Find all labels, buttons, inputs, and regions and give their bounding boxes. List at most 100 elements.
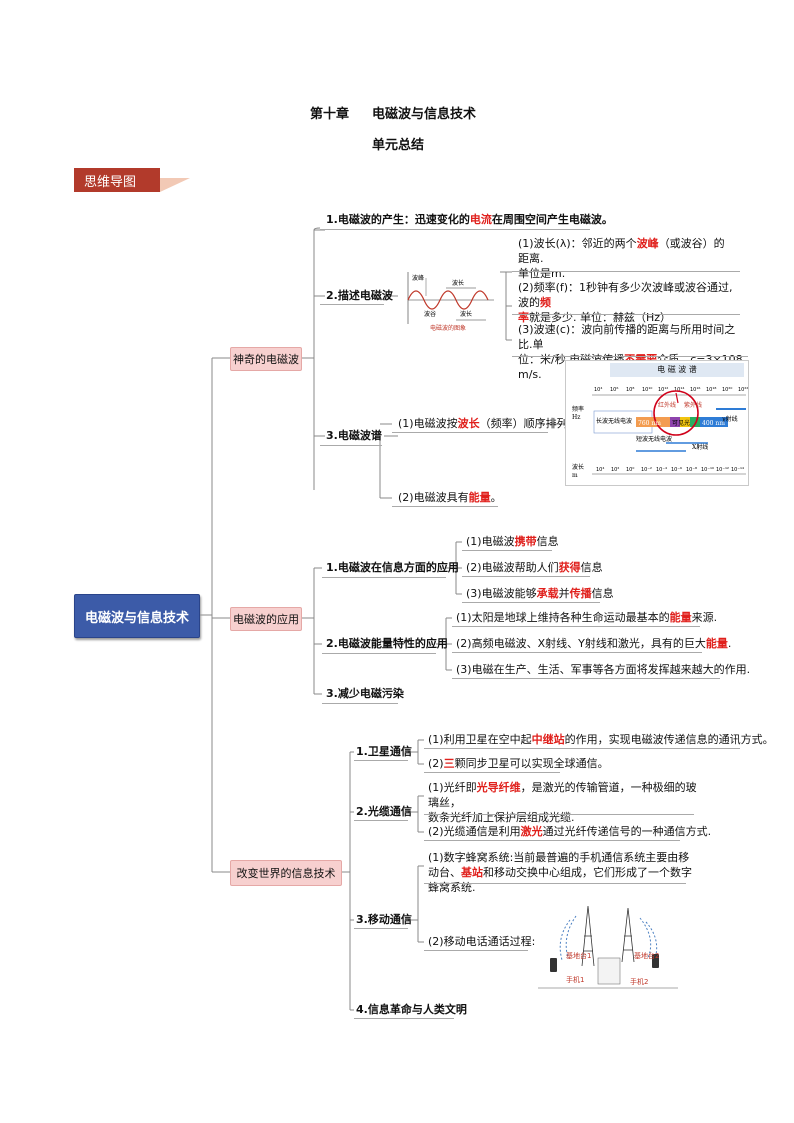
text: 颗同步卫星可以实现全球通信。 [454, 757, 609, 770]
text: (2)电磁波具有 [398, 491, 469, 504]
highlight: 激光 [520, 825, 543, 838]
crest-label: 波峰 [412, 274, 424, 282]
ir-label: 红外线 [658, 401, 676, 409]
highlight: 波峰 [636, 237, 659, 250]
text: （或波谷）的距离. [518, 237, 725, 265]
highlight: 能量 [669, 611, 692, 624]
text: （频率）顺序排列 [479, 417, 568, 430]
text: (1)太阳是地球上维持各种生命运动最基本的 [456, 611, 670, 624]
text: 并 [558, 587, 570, 600]
wave-tick-label: 10⁴ [596, 467, 604, 473]
text: (1)波长(λ)：邻近的两个 [518, 237, 637, 250]
highlight: 中继站 [531, 733, 565, 746]
text: 和移动交换中心组成，它们形成了一个数字蜂窝系统. [428, 866, 692, 894]
text: (2)光缆通信是利用 [428, 825, 521, 838]
spectrum-title: 电 磁 波 谱 [610, 363, 744, 377]
text: . [727, 637, 732, 650]
freq-tick-label: 10⁶ [610, 387, 618, 393]
text: (1)数字蜂窝系统:当前最普遍的手机通信系统主要由移动台、 [428, 851, 690, 879]
freq-label: 频率 [572, 405, 584, 413]
underline [354, 820, 408, 821]
switching-center-icon [597, 957, 621, 985]
underline [424, 883, 686, 884]
freq-tick-label: 10⁴ [594, 387, 602, 393]
wavelength-label-top: 波长 [452, 279, 464, 287]
text: 数条光纤加上保护层组成光缆. [428, 811, 575, 824]
text: (2)高频电磁波、X射线、Y射线和激光，具有的巨大 [456, 637, 706, 650]
mindmap-banner: 思维导图 [74, 168, 160, 192]
node-laser-comm: (2)光缆通信是利用激光通过光纤传递信号的一种通信方式. [428, 824, 711, 839]
underline [322, 703, 398, 704]
node-energy: (2)电磁波具有能量。 [398, 490, 502, 505]
text: 来源. [691, 611, 718, 624]
highlight: 获得 [558, 561, 581, 574]
underline [452, 652, 702, 653]
wave-tick-label: 10⁻⁶ [671, 467, 682, 473]
phone-1-label: 手机1 [566, 975, 584, 984]
trough-label: 波谷 [424, 310, 436, 318]
underline [512, 314, 740, 315]
node-transmit-info: (3)电磁波能够承载并传播信息 [466, 586, 614, 601]
node-frequency: (2)频率(f)：1秒钟有多少次波峰或波谷通过,波的频率就是多少. 单位：赫兹（… [518, 280, 742, 325]
tower-2-icon [621, 907, 635, 963]
underline [424, 772, 560, 773]
wave-caption: 电磁波的图象 [430, 324, 466, 332]
underline [424, 814, 694, 815]
highlight: 光导纤维 [476, 781, 521, 794]
freq-tick-label: 10¹⁶ [690, 387, 700, 393]
underline [354, 760, 408, 761]
underline [320, 229, 590, 230]
wave-label: 波长 [572, 463, 584, 471]
chapter-number: 第十章 [310, 107, 350, 122]
text: (2)频率(f)：1秒钟有多少次波峰或波谷通过,波的 [518, 281, 733, 309]
text: (1)电磁波 [466, 535, 515, 548]
phone-2-label: 手机2 [630, 977, 648, 986]
underline [462, 602, 600, 603]
node-spectrum-order: (1)电磁波按波长（频率）顺序排列 [398, 416, 568, 431]
highlight: 波长 [457, 417, 480, 430]
highlight: 电流 [469, 213, 492, 226]
uv-label: 紫外线 [684, 401, 702, 409]
node-info-revolution: 4.信息革命与人类文明 [356, 1003, 467, 1016]
node-wavelength: (1)波长(λ)：邻近的两个波峰（或波谷）的距离.单位是m. [518, 236, 732, 281]
underline [354, 928, 408, 929]
highlight: 承载 [536, 587, 559, 600]
node-mobile: 3.移动通信 [356, 913, 412, 926]
underline [462, 550, 552, 551]
highlight: 能量 [705, 637, 728, 650]
text: (2) [428, 757, 444, 770]
highlight: 传播 [569, 587, 592, 600]
node-call-process: (2)移动电话通话过程: [428, 935, 536, 948]
wave-tick-label: 10⁻⁸ [686, 467, 697, 473]
text: 1.电磁波的产生：迅速变化的 [326, 213, 470, 226]
node-high-frequency: (2)高频电磁波、X射线、Y射线和激光，具有的巨大能量. [456, 636, 731, 651]
text: 的作用，实现电磁波传递信息的通讯方式。 [564, 733, 774, 746]
highlight: 三 [443, 757, 455, 770]
underline [452, 678, 720, 679]
freq-tick-label: 10²² [738, 387, 748, 393]
node-wide-use: (3)电磁在生产、生活、军事等各方面将发挥越来越大的作用. [456, 662, 750, 677]
page-subtitle: 单元总结 [372, 138, 425, 153]
wave-tick-label: 10⁻² [641, 467, 652, 473]
text: 信息 [580, 561, 603, 574]
chapter-title: 电磁波与信息技术 [372, 107, 477, 122]
text: 通过光纤传递信号的一种通信方式. [542, 825, 712, 838]
radio-label: 长波无线电波 [596, 417, 632, 425]
underline [424, 840, 680, 841]
text: 信息 [536, 535, 559, 548]
wave-tick-label: 10⁻¹² [716, 467, 729, 473]
nm760-label: 760 nm [638, 420, 661, 427]
banner-tail [160, 178, 190, 192]
underline [512, 271, 740, 272]
underline [322, 577, 446, 578]
node-optical-fiber: (1)光纤即光导纤维，是激光的传输管道，一种极细的玻璃丝，数条光纤加上保护层组成… [428, 780, 698, 825]
underline [354, 1018, 454, 1019]
node-energy-application: 2.电磁波能量特性的应用 [326, 637, 448, 650]
text: ，是激光的传输管道，一种极细的玻璃丝， [428, 781, 697, 809]
node-sun-energy: (1)太阳是地球上维持各种生命运动最基本的能量来源. [456, 610, 717, 625]
underline [424, 950, 528, 951]
nm400-label: 400 nm [702, 420, 725, 427]
text: (3)电磁波能够 [466, 587, 537, 600]
node-relay-station: (1)利用卫星在空中起中继站的作用，实现电磁波传递信息的通讯方式。 [428, 732, 774, 747]
